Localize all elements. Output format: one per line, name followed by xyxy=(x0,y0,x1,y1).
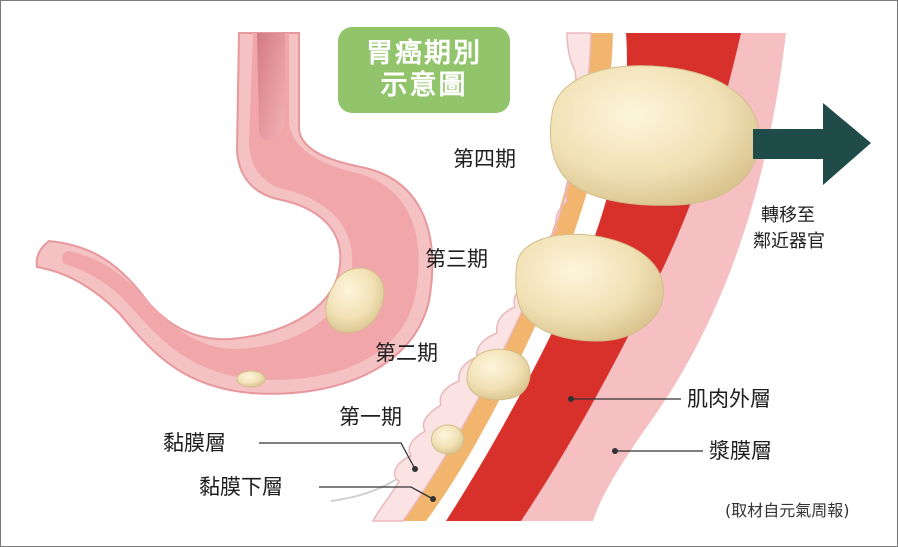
label-stage1: 第一期 xyxy=(339,407,402,428)
title-line1: 胃癌期別 xyxy=(366,38,482,70)
title-line2: 示意圖 xyxy=(381,70,468,102)
label-stage4: 第四期 xyxy=(453,149,516,170)
stomach-esophagus-shading xyxy=(257,33,285,141)
label-serosa: 漿膜層 xyxy=(709,441,772,462)
label-metastasis-line2: 鄰近器官 xyxy=(753,231,825,254)
source-credit: (取材自元氣周報) xyxy=(725,503,850,519)
label-muscularis: 肌肉外層 xyxy=(687,389,771,410)
title-box: 胃癌期別 示意圖 xyxy=(338,27,510,113)
leader-mucosa xyxy=(259,443,415,469)
tumor-stage2 xyxy=(467,349,530,399)
label-stage3: 第三期 xyxy=(425,249,488,270)
label-submucosa: 黏膜下層 xyxy=(199,477,283,498)
label-metastasis-line1: 轉移至 xyxy=(761,205,815,228)
label-mucosa: 黏膜層 xyxy=(163,433,226,454)
tumor-stage1 xyxy=(431,425,463,454)
tumor-stage4 xyxy=(551,66,760,206)
label-stage2: 第二期 xyxy=(375,343,438,364)
lumen-edge xyxy=(331,479,397,501)
stomach-stage1-small-tumor xyxy=(237,371,265,387)
